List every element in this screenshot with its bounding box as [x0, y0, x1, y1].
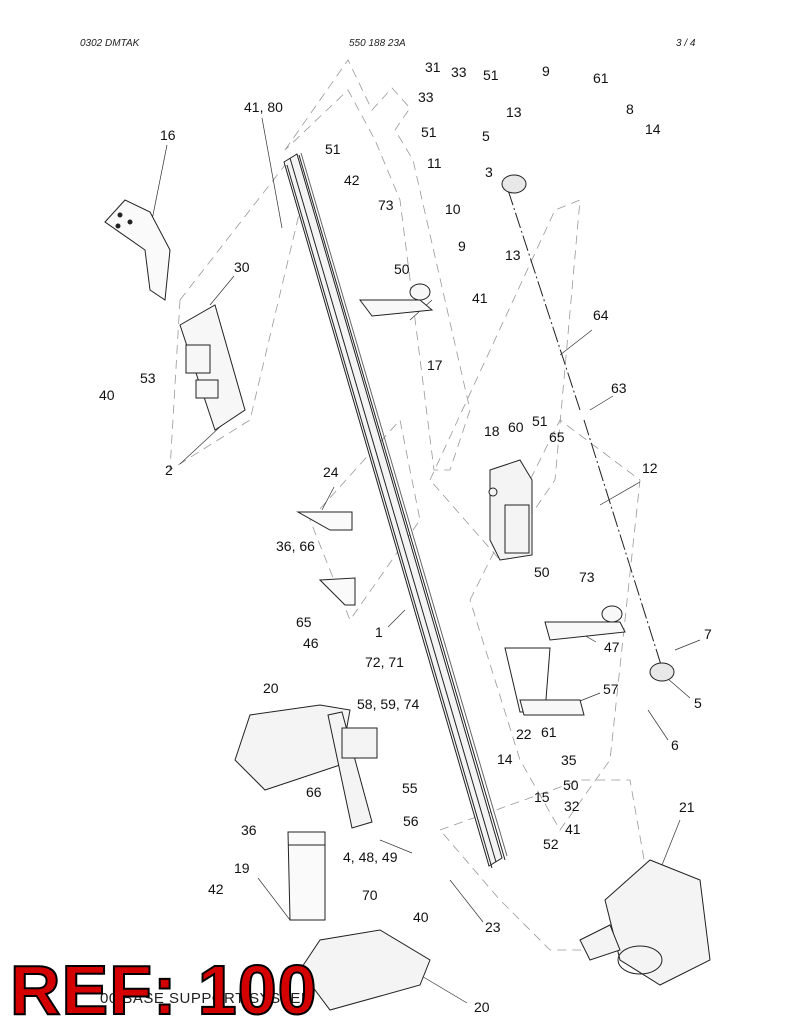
callout-c24: 41: [472, 290, 488, 306]
part-57-bracket: [519, 699, 585, 716]
callout-c69: 40: [413, 909, 429, 925]
callout-c68: 70: [362, 887, 378, 903]
callout-c19: 10: [445, 201, 461, 217]
callout-c7: 51: [483, 67, 499, 83]
callout-c54: 35: [561, 752, 577, 768]
callout-c41: 65: [296, 614, 312, 630]
callout-c36: 24: [323, 464, 339, 480]
callout-c71: 20: [474, 999, 490, 1015]
callout-c64: 52: [543, 836, 559, 852]
callout-c23: 50: [394, 261, 410, 277]
callout-c55: 66: [306, 784, 322, 800]
part-47-bracket: [504, 605, 626, 713]
callout-c5: 31: [425, 59, 441, 75]
bottom-assembly: [299, 929, 431, 1011]
callout-c10: 33: [418, 89, 434, 105]
part-17-bracket: [359, 283, 434, 317]
callout-c59: 21: [679, 799, 695, 815]
callout-c22: 30: [234, 259, 250, 275]
callout-c65: 4, 48, 49: [343, 849, 398, 865]
callout-c32: 51: [532, 413, 548, 429]
lower-left-assembly: [234, 704, 378, 829]
part-21-drive-head: [579, 859, 711, 986]
callout-c28: 40: [99, 387, 115, 403]
callout-c62: 56: [403, 813, 419, 829]
callout-c8: 9: [542, 63, 550, 79]
callout-c35: 2: [165, 462, 173, 478]
callout-c16: 11: [427, 155, 442, 171]
callout-c13: 14: [645, 121, 661, 137]
callout-c12: 13: [506, 104, 522, 120]
callout-c53: 14: [497, 751, 513, 767]
callout-c20: 9: [458, 238, 466, 254]
callout-c17: 3: [485, 164, 493, 180]
ref-stamp-overlay: REF: 100: [9, 951, 318, 1029]
callout-c46: 20: [263, 680, 279, 696]
callout-c42: 1: [375, 624, 383, 640]
callout-c11: 8: [626, 101, 634, 117]
pulleys: [501, 174, 675, 682]
callout-c1: 41, 80: [244, 99, 283, 115]
callout-c40: 7: [704, 626, 712, 642]
callout-c31: 60: [508, 419, 524, 435]
callout-c34: 12: [642, 460, 658, 476]
callout-c3: 51: [325, 141, 341, 157]
callout-c27: 53: [140, 370, 156, 386]
callout-c56: 55: [402, 780, 418, 796]
header-doc-code: 0302 DMTAK: [80, 38, 140, 49]
callout-c29: 63: [611, 380, 627, 396]
callout-c6: 33: [451, 64, 467, 80]
callout-c58: 15: [534, 789, 550, 805]
callout-c18: 73: [378, 197, 394, 213]
callout-c66: 19: [234, 860, 250, 876]
callout-c44: 46: [303, 635, 319, 651]
callout-c2: 16: [160, 127, 176, 143]
callout-c57: 50: [563, 777, 579, 793]
callout-c50: 22: [516, 726, 532, 742]
callout-c38: 50: [534, 564, 550, 580]
part-2-carriage: [179, 304, 246, 431]
callout-c4: 42: [344, 172, 360, 188]
header-page-number: 3 / 4: [676, 38, 696, 49]
callout-c47: 57: [603, 681, 619, 697]
callout-c52: 6: [671, 737, 679, 753]
callout-c21: 13: [505, 247, 521, 263]
part-70-box: [287, 831, 326, 921]
part-18-motor: [488, 459, 533, 561]
callout-c63: 41: [565, 821, 581, 837]
callout-c51: 61: [541, 724, 557, 740]
callout-c26: 17: [427, 357, 443, 373]
callout-c43: 47: [604, 639, 620, 655]
callout-c49: 58, 59, 74: [357, 696, 419, 712]
callout-c70: 23: [485, 919, 501, 935]
callout-c25: 64: [593, 307, 609, 323]
bottom-caption: 00 BASE SUPPORT SYSTEM: [100, 990, 314, 1007]
header-part-number: 550 188 23A: [349, 38, 406, 49]
callout-labels: 41, 80 16 51 42 31 33 51 9 61 33 8 13 14…: [99, 59, 712, 1015]
callout-c45: 72, 71: [365, 654, 404, 670]
parts-24-46: [296, 511, 356, 606]
part-16-plate: [104, 199, 171, 301]
drive-belt: [507, 189, 663, 669]
callout-c30: 18: [484, 423, 500, 439]
callout-c61: 36: [241, 822, 257, 838]
callout-c33: 65: [549, 429, 565, 445]
callout-c60: 32: [564, 798, 580, 814]
callout-c15: 5: [482, 128, 490, 144]
callout-leaders: [149, 117, 701, 1004]
callout-c48: 5: [694, 695, 702, 711]
callout-c9: 61: [593, 70, 609, 86]
callout-c14: 51: [421, 124, 437, 140]
callout-c39: 73: [579, 569, 595, 585]
callout-c37: 36, 66: [276, 538, 315, 554]
main-rail: [283, 152, 508, 869]
callout-c67: 42: [208, 881, 224, 897]
